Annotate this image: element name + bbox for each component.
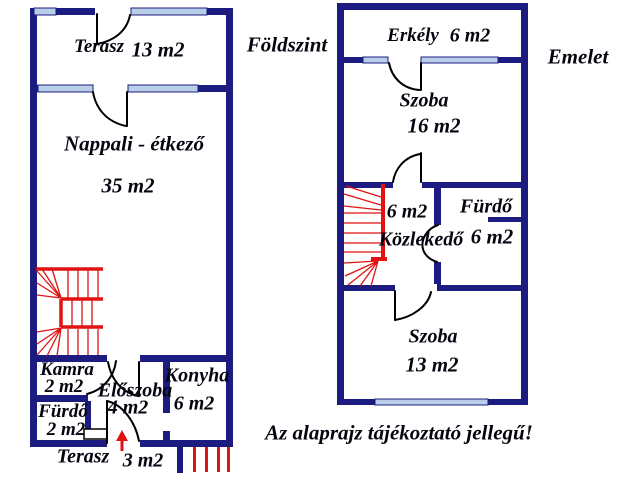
room-area-eloszoba: 4 m2	[107, 396, 149, 419]
room-label-szoba-kis: Szoba	[408, 325, 458, 348]
room-area-szoba-nagy: 16 m2	[407, 113, 461, 138]
room-label-furdo-ground: Fürdő	[38, 401, 88, 422]
upper-floor-plan	[337, 3, 528, 406]
room-area-erkely: 6 m2	[449, 24, 491, 47]
room-area-furdo-ground: 2 m2	[46, 419, 86, 440]
room-area-szoba-kis: 13 m2	[405, 352, 459, 377]
room-area-terasz-top: 13 m2	[131, 37, 185, 62]
room-area-nappali: 35 m2	[101, 173, 155, 198]
room-area-kamra: 2 m2	[44, 376, 84, 397]
room-label-kozlekedo: Közlekedő	[378, 228, 464, 251]
entrance-arrow	[116, 430, 128, 451]
ground-windows	[33, 7, 208, 93]
upper-doors	[388, 62, 439, 321]
room-area-kozlekedo: 6 m2	[386, 200, 428, 223]
room-area-konyha: 6 m2	[173, 392, 215, 415]
exterior-steps	[177, 447, 230, 473]
room-label-szoba-nagy: Szoba	[399, 89, 449, 112]
disclaimer-note: Az alaprajz tájékoztató jellegű!	[265, 420, 533, 445]
room-area-furdo-upper: 6 m2	[470, 224, 514, 249]
room-label-konyha: Konyha	[164, 364, 230, 387]
ground-doors	[83, 13, 140, 444]
room-label-terasz-bottom: Terasz	[56, 445, 110, 468]
room-label-kamra: Kamra	[40, 359, 94, 380]
floor-title-upper: Emelet	[547, 44, 609, 69]
upper-staircase	[343, 184, 387, 287]
room-label-terasz-top: Terasz	[74, 36, 124, 57]
floor-title-ground: Földszint	[246, 32, 328, 57]
bathroom-door	[83, 428, 108, 440]
room-label-eloszoba: Előszoba	[97, 379, 173, 402]
ground-floor-plan	[30, 7, 233, 473]
upper-windows	[362, 56, 499, 406]
room-label-nappali: Nappali - étkező	[64, 131, 204, 156]
room-label-erkely: Erkély	[387, 25, 439, 46]
room-area-terasz-bottom: 3 m2	[122, 449, 164, 472]
ground-staircase	[36, 267, 103, 357]
room-label-furdo-upper: Fürdő	[459, 195, 513, 218]
